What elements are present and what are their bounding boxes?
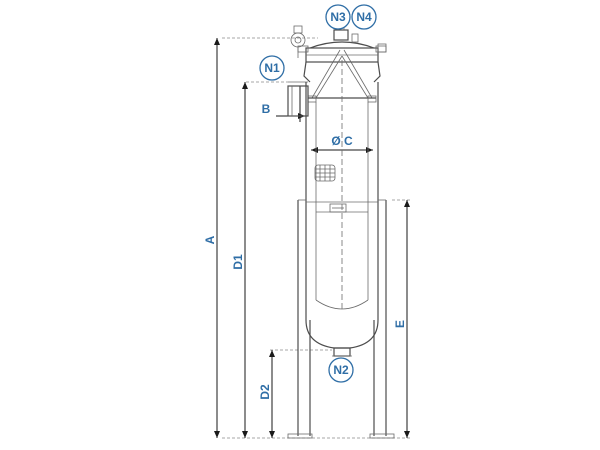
label-e: E [393, 320, 407, 328]
label-b: B [262, 102, 271, 116]
nozzle-tag-n3: N3 [325, 4, 351, 30]
nozzle-label-n1: N1 [264, 61, 280, 75]
label-d1: D1 [231, 254, 245, 270]
mesh-icon [314, 164, 336, 182]
nozzle-tag-n1: N1 [259, 55, 285, 81]
label-a: A [203, 235, 217, 244]
nozzle-label-n2: N2 [333, 363, 349, 377]
support-legs [287, 199, 395, 439]
nozzle-tag-n4: N4 [351, 4, 377, 30]
nozzle-label-n3: N3 [330, 10, 346, 24]
label-c: Ø C [331, 134, 353, 148]
nozzle-tag-n2: N2 [328, 357, 354, 383]
dimension-labels: A D1 D2 E B Ø C [203, 102, 407, 400]
vessel-body [287, 24, 395, 439]
label-d2: D2 [258, 384, 272, 400]
nozzle-label-n4: N4 [356, 10, 372, 24]
